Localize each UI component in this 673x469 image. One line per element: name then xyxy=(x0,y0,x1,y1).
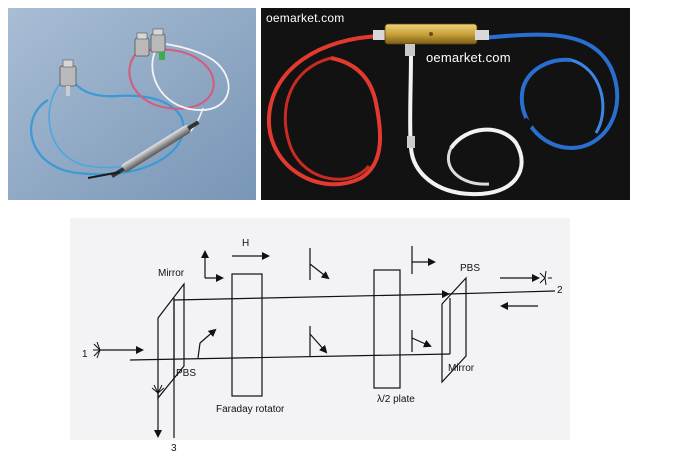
blue-fiber-coil xyxy=(480,32,620,151)
lower-beam xyxy=(129,353,451,361)
watermark-top: oemarket.com xyxy=(266,11,345,25)
optical-circulator-diagram: H Mirror PBS 2 1 PBS Mirror Faraday rota… xyxy=(70,218,570,440)
label-h: H xyxy=(242,238,250,249)
left-mirror-pbs-plate xyxy=(157,282,185,400)
label-port-3: 3 xyxy=(171,443,177,454)
label-pbs-right: PBS xyxy=(460,263,481,274)
connector-mid xyxy=(134,32,150,57)
watermark-middle: oemarket.com xyxy=(426,50,511,65)
pol-rotated-lower xyxy=(309,333,328,354)
label-faraday-rotator: Faraday rotator xyxy=(216,404,285,415)
circulator-schematic xyxy=(93,246,556,438)
right-photo-illustration xyxy=(261,8,630,200)
pol-arrow-diag-left xyxy=(199,328,217,344)
pol-line-left xyxy=(197,342,201,359)
red-fiber-coil-inner xyxy=(283,56,371,181)
red-fiber-coil xyxy=(266,34,383,187)
blue-fiber-loop xyxy=(30,77,185,176)
upper-beam-exit xyxy=(447,290,556,295)
half-wave-plate-box xyxy=(373,269,401,389)
faraday-rotator-box xyxy=(231,273,263,397)
white-fiber-coil xyxy=(408,52,524,197)
label-port-1: 1 xyxy=(82,349,88,360)
upper-beam xyxy=(173,290,450,301)
fiber-isolator-photo-right: oemarket.com oemarket.com xyxy=(261,8,630,200)
starburst-port-2 xyxy=(539,270,552,286)
left-photo-illustration xyxy=(8,8,256,200)
right-pbs-plate xyxy=(441,276,467,384)
starburst-port-1 xyxy=(93,341,101,359)
starburst-port-3 xyxy=(151,384,165,394)
red-fiber-loop xyxy=(128,47,215,110)
pol-rotated-upper xyxy=(309,263,330,280)
fiber-tail xyxy=(87,171,121,179)
white-fiber-loop xyxy=(151,43,230,111)
connector-right xyxy=(150,28,166,60)
fiber-sleeve-red xyxy=(358,85,370,97)
white-fiber-coil-inner xyxy=(447,147,490,186)
fiber-isolator-photo-left xyxy=(8,8,256,200)
fiber-sleeve-white xyxy=(407,136,415,148)
blue-fiber-coil-inner xyxy=(570,58,605,134)
label-pbs-left: PBS xyxy=(176,368,197,379)
fiber-sleeve-blue xyxy=(522,117,534,129)
label-port-2: 2 xyxy=(557,285,563,296)
brass-isolator-body xyxy=(373,23,489,56)
label-half-wave-plate: λ/2 plate xyxy=(377,394,415,405)
connector-left xyxy=(59,59,77,96)
label-mirror-left: Mirror xyxy=(158,268,185,279)
pol-diag-lower-right xyxy=(411,337,432,348)
label-mirror-right: Mirror xyxy=(448,363,475,374)
